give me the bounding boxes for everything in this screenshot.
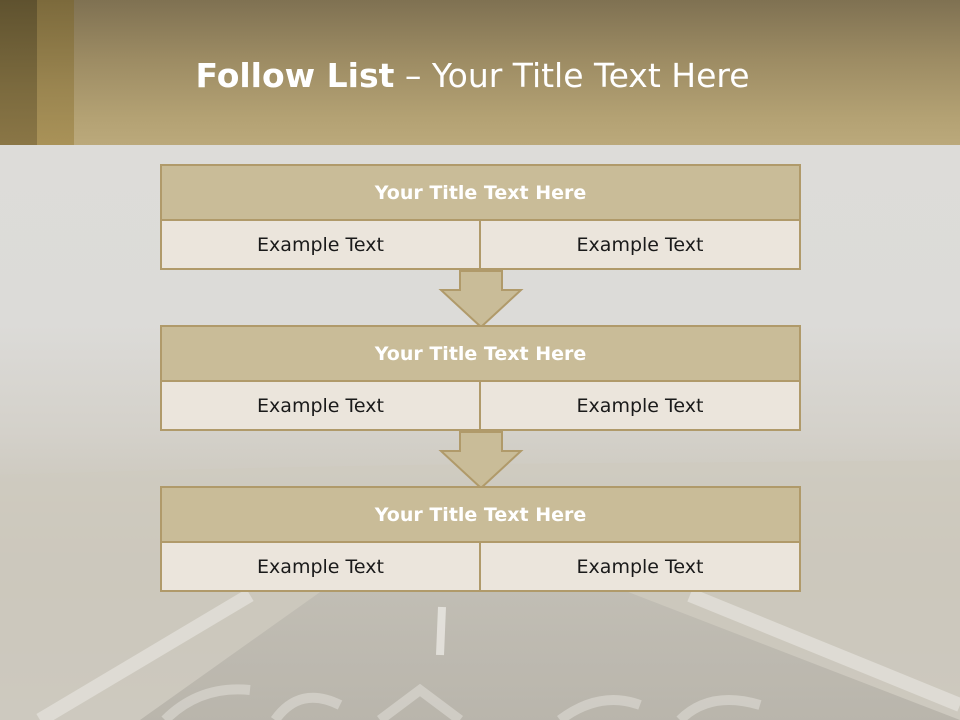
block-title: Your Title Text Here <box>160 486 801 543</box>
block-cell-right: Example Text <box>479 382 801 431</box>
block-cell-right: Example Text <box>479 221 801 270</box>
list-block: Your Title Text Here Example Text Exampl… <box>160 325 801 433</box>
list-block: Your Title Text Here Example Text Exampl… <box>160 486 801 594</box>
block-cell-left: Example Text <box>160 382 481 431</box>
slide-title-rest: – Your Title Text Here <box>394 56 750 95</box>
block-cell-right: Example Text <box>479 543 801 592</box>
header-stripe <box>0 0 37 145</box>
block-title: Your Title Text Here <box>160 164 801 221</box>
slide-title-bold: Follow List <box>195 56 395 95</box>
slide-title: Follow List – Your Title Text Here <box>0 57 945 95</box>
header-stripe <box>37 0 74 145</box>
block-cell-left: Example Text <box>160 543 481 592</box>
header-band: Follow List – Your Title Text Here <box>0 0 960 145</box>
block-cell-left: Example Text <box>160 221 481 270</box>
list-block: Your Title Text Here Example Text Exampl… <box>160 164 801 272</box>
block-title: Your Title Text Here <box>160 325 801 382</box>
down-arrow-icon <box>438 270 524 329</box>
down-arrow-icon <box>438 431 524 490</box>
